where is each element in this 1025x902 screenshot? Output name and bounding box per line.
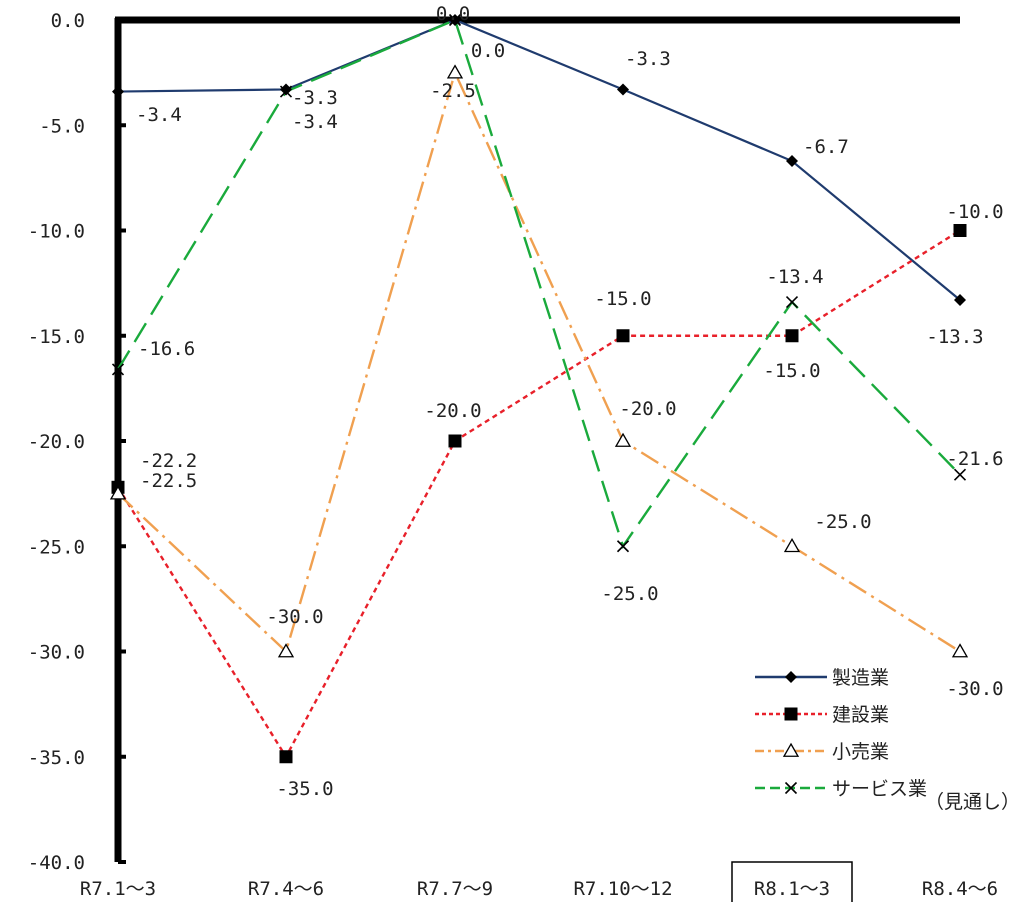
y-tick-label: -30.0	[28, 642, 85, 664]
series-line	[116, 18, 961, 549]
marker-x	[448, 13, 462, 27]
data-label: -25.0	[601, 583, 658, 605]
marker-triangle	[446, 64, 464, 79]
y-tick-label: -20.0	[28, 431, 85, 453]
data-label: -10.0	[946, 201, 1003, 223]
data-label: 0.0	[436, 3, 470, 25]
marker-triangle	[277, 643, 295, 658]
x-tick-label: R7.7～9	[417, 878, 493, 900]
marker-square	[448, 434, 462, 448]
marker-square	[785, 329, 799, 343]
legend-label: 建設業	[832, 704, 889, 726]
data-label: -16.6	[138, 338, 195, 360]
y-tick-label: -10.0	[28, 221, 85, 243]
marker-x	[785, 296, 799, 309]
data-label: -20.0	[619, 398, 676, 420]
legend-label: 小売業	[832, 741, 889, 763]
data-label: -2.5	[430, 80, 476, 102]
y-tick-label: 0.0	[51, 10, 85, 32]
marker-diamond	[112, 85, 124, 98]
marker-diamond	[280, 83, 292, 96]
x-tick-label: R7.4～6	[248, 878, 324, 900]
marker-x	[784, 781, 798, 795]
marker-diamond	[786, 155, 798, 168]
y-tick-label: -40.0	[28, 852, 85, 874]
y-tick-label: -15.0	[28, 326, 85, 348]
data-label: -22.2	[140, 450, 197, 472]
x-tick-label: R7.10～12	[573, 878, 672, 900]
data-label: -35.0	[276, 778, 333, 800]
data-label: 0.0	[471, 40, 505, 62]
data-label: -13.4	[766, 266, 823, 288]
legend-label: 製造業	[832, 667, 889, 689]
x-tick-label: R7.1～3	[80, 878, 156, 900]
data-label: -3.3	[292, 87, 338, 109]
data-label: -15.0	[763, 360, 820, 382]
data-label: -3.4	[292, 111, 338, 133]
series-line	[117, 18, 961, 301]
x-tick-label: R8.1～3	[754, 878, 830, 900]
marker-diamond	[954, 293, 966, 306]
x-tick-label: R8.4～6	[922, 878, 998, 900]
legend-label: サービス業	[832, 778, 927, 800]
y-tick-label: -5.0	[39, 115, 85, 137]
x-tick-labels: R7.1～3 R7.4～6 R7.7～9 R7.10～12 R8.1～3 R8.4～6	[80, 861, 998, 902]
data-label: -25.0	[814, 511, 871, 533]
marker-triangle	[951, 643, 969, 658]
marker-square	[279, 750, 293, 764]
marker-triangle	[782, 742, 800, 757]
marker-triangle	[783, 537, 801, 553]
marker-x	[279, 85, 293, 98]
data-label: -22.5	[140, 470, 197, 492]
marker-diamond	[785, 671, 797, 683]
marker-x	[616, 540, 630, 553]
axes	[114, 16, 960, 864]
data-label: -30.0	[946, 678, 1003, 700]
marker-square	[784, 707, 798, 721]
data-label: -3.3	[625, 48, 671, 70]
y-tick-labels: 0.0 -5.0 -10.0 -15.0 -20.0 -25.0 -30.0 -35.0 -40…	[28, 10, 85, 874]
data-label: -20.0	[424, 400, 481, 422]
marker-x	[111, 363, 125, 376]
marker-square	[953, 224, 967, 237]
data-labels: -3.4-3.30.0-3.3-6.7-13.3-22.2-35.0-20.0-…	[136, 3, 1004, 800]
marker-x	[953, 468, 967, 481]
marker-triangle	[109, 485, 127, 500]
marker-triangle	[614, 432, 632, 447]
y-tick-label: -35.0	[28, 747, 85, 769]
data-label: -30.0	[266, 606, 323, 628]
marker-square	[616, 329, 630, 343]
series-line	[116, 229, 961, 760]
forecast-note: （見通し）	[925, 791, 1020, 813]
series-lines	[116, 18, 961, 760]
data-label: -21.6	[946, 448, 1003, 470]
data-label: -15.0	[594, 288, 651, 310]
data-label: -3.4	[136, 104, 182, 126]
data-label: -6.7	[803, 136, 849, 158]
series-line	[117, 69, 961, 654]
series-markers	[109, 13, 969, 764]
y-tick-label: -25.0	[28, 536, 85, 558]
data-label: -13.3	[926, 326, 983, 348]
highlight-box	[731, 861, 853, 902]
marker-diamond	[617, 83, 629, 96]
